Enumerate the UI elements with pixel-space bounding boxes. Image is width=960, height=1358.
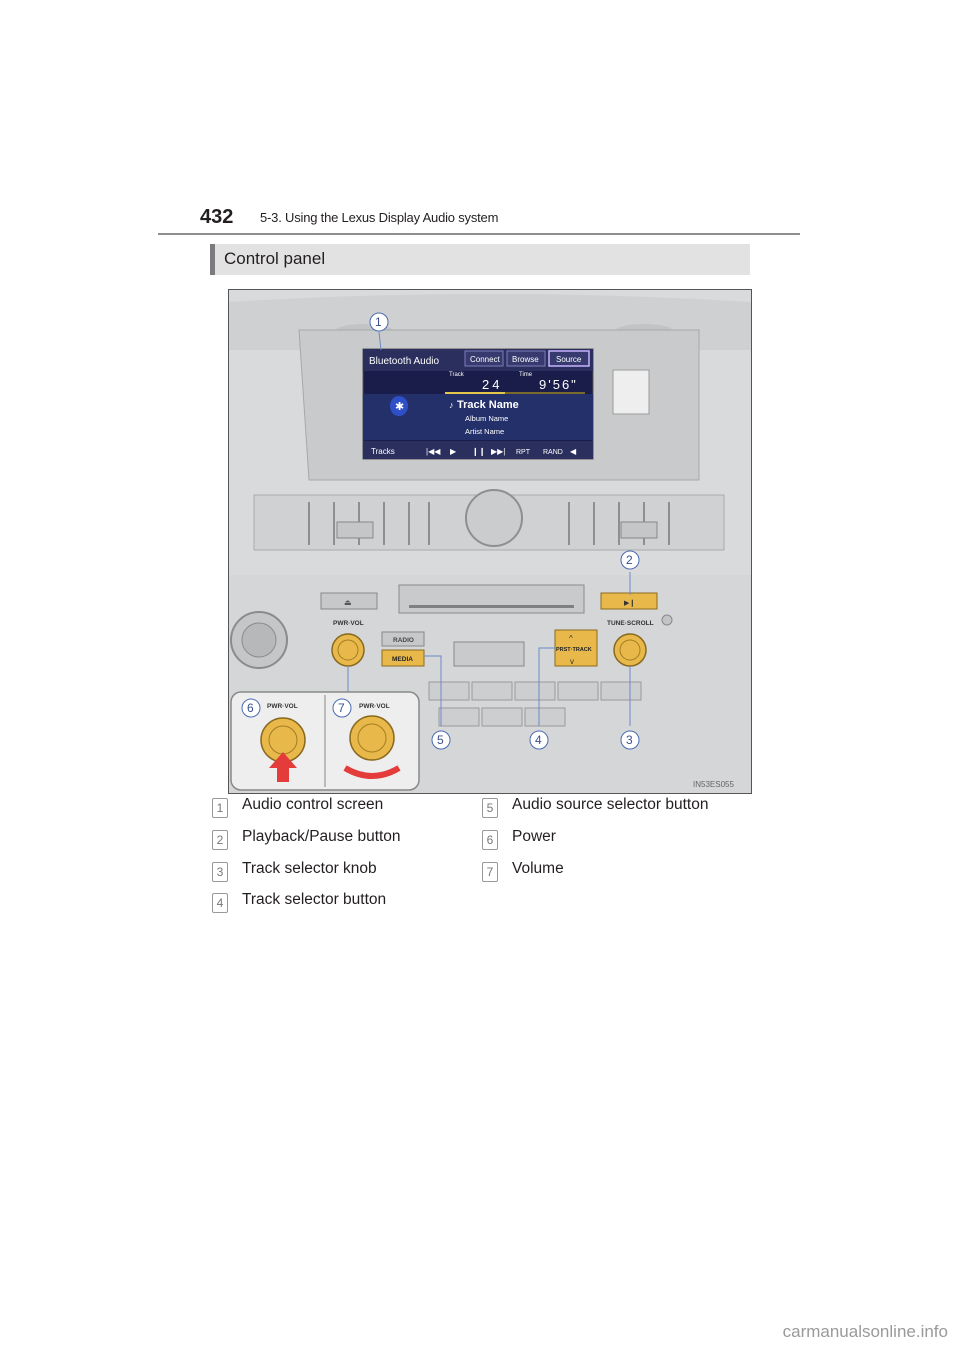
inset-right-label: PWR·VOL: [359, 703, 390, 710]
play-pause-button: [600, 592, 658, 610]
prev-track-icon: |◀◀: [426, 447, 441, 456]
svg-text:♪: ♪: [449, 400, 454, 410]
callout-2: 2: [626, 553, 633, 567]
tab-source: Source: [556, 355, 582, 364]
callout-4: 4: [535, 733, 542, 747]
speaker-icon: ◀: [570, 447, 577, 456]
rpt-button-label: RPT: [516, 449, 531, 456]
section-accent: [210, 244, 215, 275]
chevron-up-icon: ^: [569, 634, 573, 643]
pause-icon: ❙❙: [472, 447, 485, 456]
bluetooth-icon: [390, 396, 408, 416]
tune-scroll-label: TUNE·SCROLL: [607, 620, 654, 627]
screen-title: Bluetooth Audio: [369, 356, 439, 367]
chapter-title: 5-3. Using the Lexus Display Audio syste…: [260, 210, 499, 225]
header-rule: [158, 233, 800, 235]
eject-icon: ⏏: [344, 598, 352, 607]
prst-track-button: [554, 629, 598, 667]
page-header: 432 5-3. Using the Lexus Display Audio s…: [200, 206, 800, 236]
display-slot: [453, 641, 525, 667]
tune-scroll-knob: [613, 633, 647, 667]
watermark: carmanualsonline.info: [782, 1322, 948, 1341]
control-panel-figure: Bluetooth Audio Connect Browse Source Tr…: [228, 289, 752, 794]
callout-7: 7: [338, 701, 345, 715]
media-button: [381, 649, 425, 667]
inset-left-label: PWR·VOL: [267, 703, 298, 710]
next-track-icon: ▶▶|: [491, 447, 505, 456]
media-label: MEDIA: [392, 656, 413, 663]
page-number: 432: [200, 206, 234, 228]
chevron-down-icon: v: [570, 657, 574, 666]
audio-screen: Bluetooth Audio Connect Browse Source Tr…: [362, 348, 594, 460]
album-name: Album Name: [465, 414, 508, 423]
track-label: Track: [449, 372, 465, 378]
radio-button: [381, 631, 425, 647]
callout-5: 5: [437, 733, 444, 747]
callout-6: 6: [247, 701, 254, 715]
eject-button: [320, 592, 378, 610]
callout-3: 3: [626, 733, 633, 747]
tab-browse: Browse: [512, 355, 539, 364]
radio-label: RADIO: [393, 637, 414, 644]
pwr-vol-knob: [331, 633, 365, 667]
section-heading-bar: Control panel: [210, 244, 750, 275]
tracks-button-label: Tracks: [371, 447, 395, 456]
play-pause-icon: ▶❙: [624, 599, 635, 607]
figure-code: IN53ES055: [693, 780, 734, 789]
press-arrow-icon: [269, 752, 297, 782]
tab-connect: Connect: [470, 355, 501, 364]
control-panel-illustration: Bluetooth Audio Connect Browse Source Tr…: [229, 290, 751, 793]
rotate-arrow-icon: [343, 765, 401, 779]
svg-text:✱: ✱: [395, 401, 404, 413]
time-label: Time: [519, 372, 533, 378]
callouts: 1 2 3 4 5 6 7: [241, 312, 640, 750]
time-value: 9'56": [539, 377, 578, 392]
rand-button-label: RAND: [543, 449, 563, 456]
track-name: Track Name: [457, 399, 519, 411]
prst-track-label: PRST·TRACK: [556, 647, 592, 653]
pwr-vol-label: PWR·VOL: [333, 620, 364, 627]
artist-name: Artist Name: [465, 427, 504, 436]
play-icon: ▶: [450, 447, 457, 456]
section-title: Control panel: [224, 249, 326, 268]
callout-1: 1: [375, 315, 382, 329]
track-value: 24: [482, 377, 502, 392]
